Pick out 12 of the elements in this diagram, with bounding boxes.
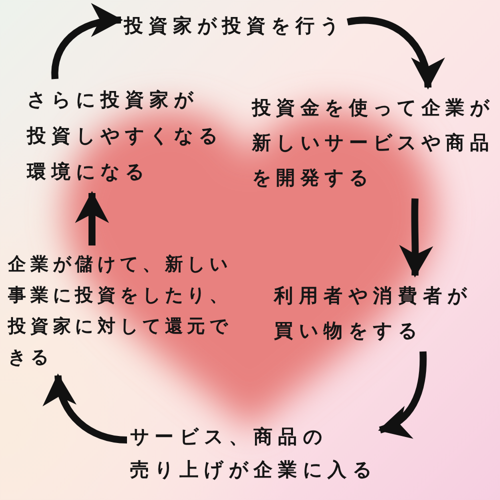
step-text: サービス、商品の売り上げが企業に入る xyxy=(127,418,380,490)
arrow xyxy=(75,191,109,246)
step-text: 利用者や消費者が買い物をする xyxy=(271,276,476,352)
step-text: 企業が儲けて、新しい事業に投資をしたり、投資家に対して還元できる xyxy=(5,246,235,376)
step-text: さらに投資家が投資しやすくなる環境になる xyxy=(24,79,226,193)
arrow xyxy=(378,351,427,437)
step-text: 投資金を使って企業が新しいサービスや商品を開発する xyxy=(249,88,497,198)
step-text: 投資家が投資を行う xyxy=(121,6,348,46)
arrow xyxy=(44,374,128,444)
arrow xyxy=(398,198,433,278)
arrow xyxy=(347,16,444,90)
arrow xyxy=(51,4,123,80)
